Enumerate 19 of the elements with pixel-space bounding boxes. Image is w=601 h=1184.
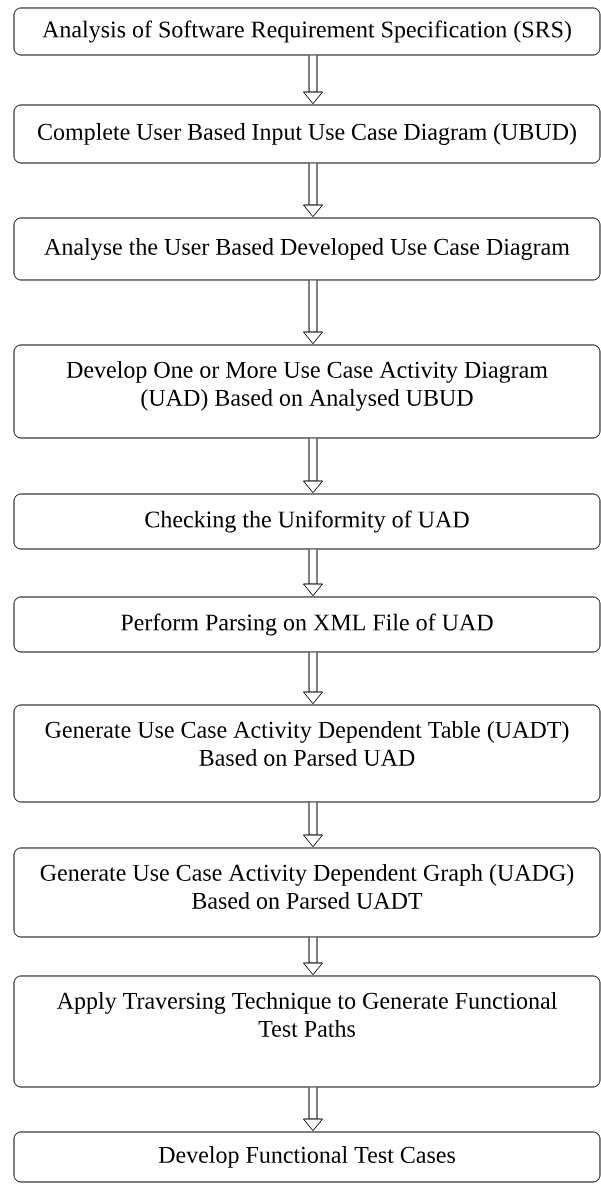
process-box: Analysis of Software Requirement Specification (SRS) (13, 7, 601, 56)
process-box: Perform Parsing on XML File of UAD (13, 596, 601, 653)
process-box: Complete User Based Input Use Case Diagram (UBUD) (13, 104, 601, 164)
block-arrow (302, 802, 324, 848)
process-box: Apply Traversing Technique to Generate Functional Test Paths (13, 975, 601, 1088)
block-arrow (302, 163, 324, 218)
process-box: Generate Use Case Activity Dependent Graph (UADG) Based on Parsed UADT (13, 847, 601, 938)
block-arrow (302, 280, 324, 345)
process-box: Analyse the User Based Developed Use Case Diagram (13, 217, 601, 281)
process-box: Develop Functional Test Cases (13, 1131, 601, 1183)
process-box: Develop One or More Use Case Activity Diagram (UAD) Based on Analysed UBUD (13, 344, 601, 439)
process-box: Generate Use Case Activity Dependent Table (UADT) Based on Parsed UAD (13, 704, 601, 803)
block-arrow (302, 438, 324, 494)
block-arrow (302, 937, 324, 976)
block-arrow (302, 549, 324, 597)
block-arrow (302, 652, 324, 705)
block-arrow (302, 55, 324, 105)
block-arrow (302, 1087, 324, 1132)
process-box: Checking the Uniformity of UAD (13, 493, 601, 550)
